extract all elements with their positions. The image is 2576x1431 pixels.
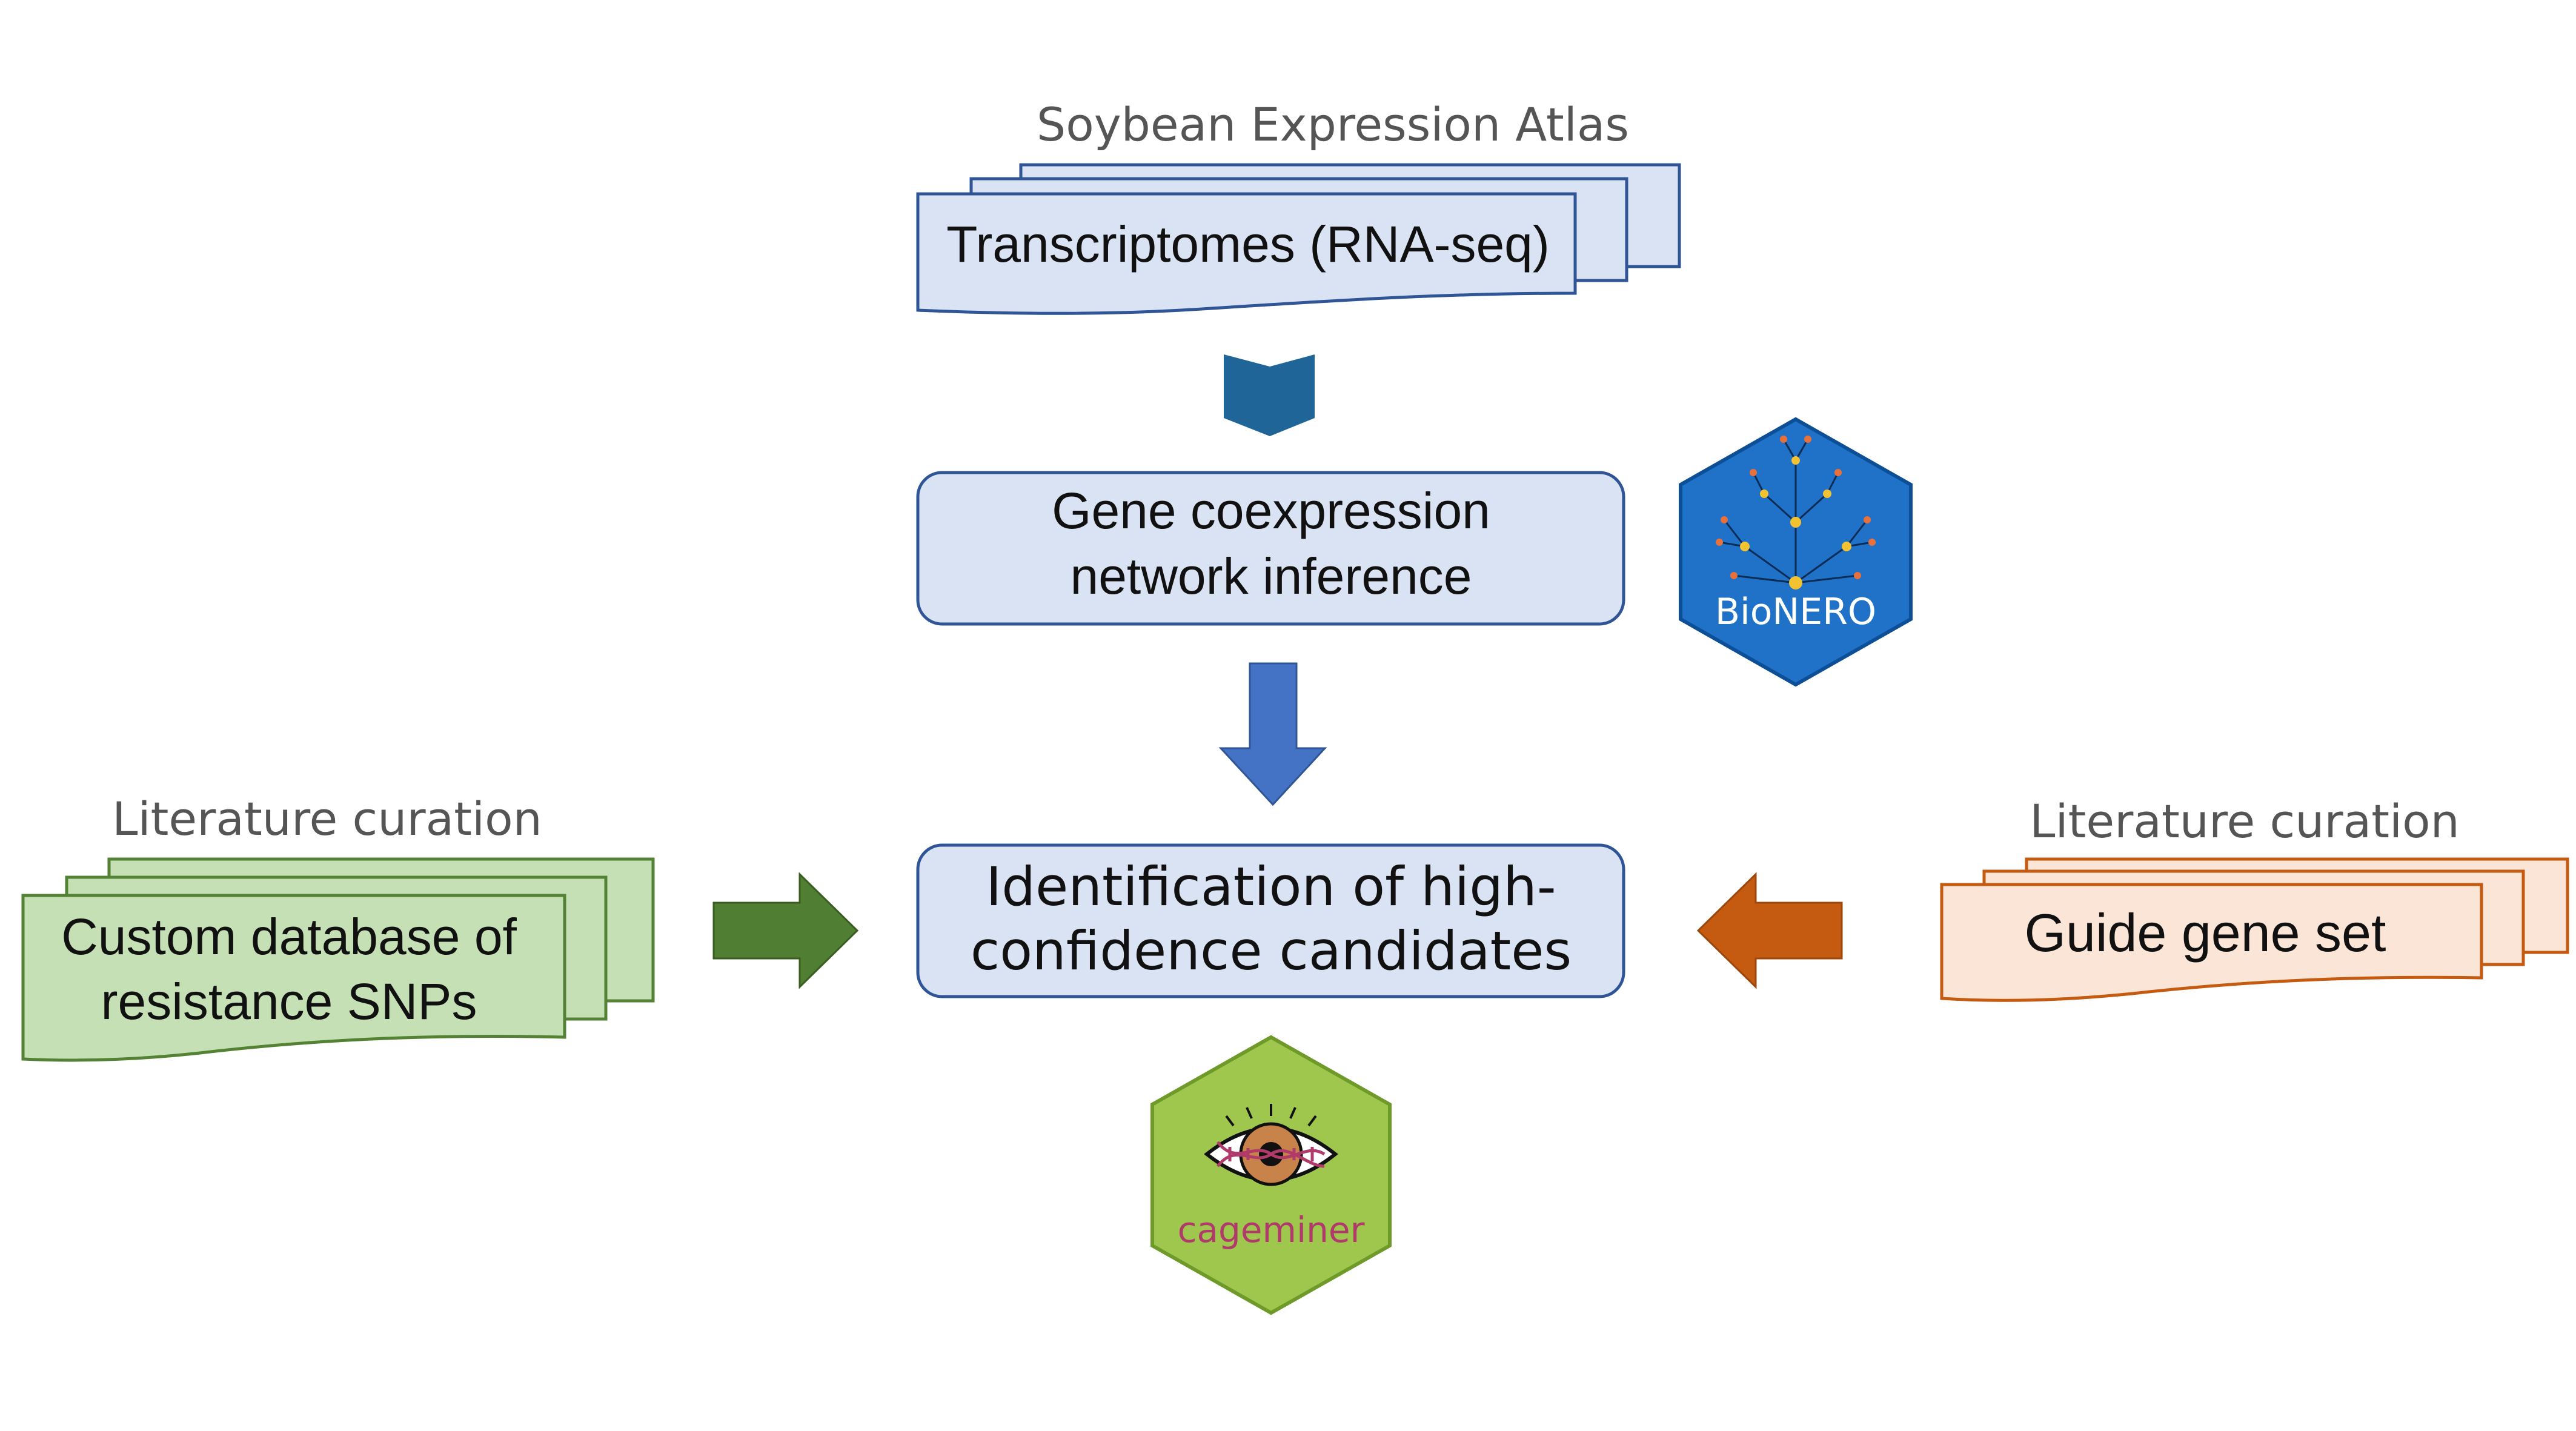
arrow-right-icon [712,872,859,989]
atlas-caption: Soybean Expression Atlas [1037,98,1629,151]
network-nodes [1716,436,1876,589]
snp-database-line2: resistance SNPs [101,973,477,1030]
coexpression-step-box [916,471,1625,626]
snp-database-line1: Custom database of [61,908,517,965]
bionero-logo-text: BioNERO [1715,591,1876,633]
guide-gene-label: Guide gene set [2025,903,2386,963]
guide-gene-document-stack [1940,857,2569,1002]
snp-database-document-stack [21,857,655,1062]
right-literature-caption: Literature curation [2030,794,2460,848]
identification-step-line1: Identification of high- [986,855,1556,918]
transcriptomes-document-stack [916,163,1681,315]
transcriptomes-label: Transcriptomes (RNA-seq) [946,216,1550,273]
dna-helix-icon [1217,1141,1326,1168]
cageminer-logo: cageminer [1150,1035,1392,1315]
left-literature-caption: Literature curation [112,792,542,846]
coexpression-step-line1: Gene coexpression [1052,482,1490,539]
identification-step-line2: confidence candidates [971,920,1572,982]
arrow-down-icon [1218,662,1327,806]
identification-step-box [916,843,1625,998]
coexpression-step-line2: network inference [1070,548,1472,605]
bionero-logo: BioNERO [1679,417,1913,687]
cageminer-logo-text: cageminer [1178,1209,1365,1250]
chevron-down-icon [1224,354,1315,436]
arrow-left-icon [1696,872,1843,989]
